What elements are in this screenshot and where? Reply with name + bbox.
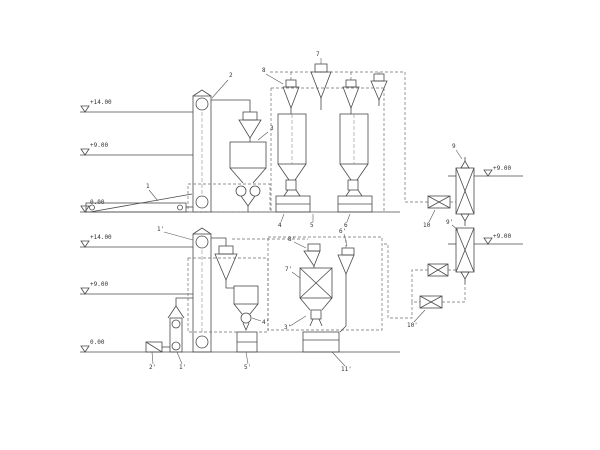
equipment-label-2: 2 bbox=[229, 72, 233, 79]
elevation-label: +14.00 bbox=[90, 99, 112, 106]
intake-small-elevator: 2' 1' bbox=[145, 297, 193, 371]
equipment-label-5: 5 bbox=[310, 222, 314, 229]
equipment-label-9: 9 bbox=[452, 143, 456, 150]
filter-vessel-9: 9 bbox=[452, 143, 475, 226]
elevation-marker-right-lower: +9.00 bbox=[448, 233, 523, 245]
elevation-marker-bottom-9: +9.00 bbox=[80, 281, 193, 295]
elevation-marker-top-9: +9.00 bbox=[80, 142, 193, 156]
cyclone-bin-line-4p-5p: 4' 5' bbox=[187, 237, 308, 371]
cyclone-bin-3: 3 bbox=[187, 111, 274, 213]
equipment-label-5p: 5' bbox=[244, 364, 251, 371]
elevation-marker-top-14: +14.00 bbox=[80, 99, 193, 113]
equipment-label-3p: 3' bbox=[284, 324, 291, 331]
fan-mid bbox=[427, 263, 449, 277]
equipment-label-8p: 8' bbox=[288, 236, 295, 243]
equipment-label-10p: 10' bbox=[407, 322, 418, 329]
elevation-label: +9.00 bbox=[493, 165, 511, 172]
equipment-label-10: 10 bbox=[423, 222, 431, 229]
elevation-label: +9.00 bbox=[90, 142, 108, 149]
elevation-marker-bottom-0: 0.00 bbox=[80, 339, 400, 353]
elevation-label: +9.00 bbox=[90, 281, 108, 288]
equipment-label-9p: 9' bbox=[446, 219, 453, 226]
elevation-label: +14.00 bbox=[90, 234, 112, 241]
equipment-label-3: 3 bbox=[270, 125, 274, 132]
equipment-label-1p-2: 1' bbox=[179, 364, 186, 371]
equipment-label-8: 8 bbox=[262, 67, 266, 74]
cyclone-row: 7 8 bbox=[262, 51, 405, 114]
elevation-marker-right-upper: +9.00 bbox=[448, 165, 523, 177]
equipment-label-4p: 4' bbox=[262, 319, 269, 326]
elevation-label: 0.00 bbox=[90, 339, 105, 346]
elevation-marker-bottom-14: +14.00 bbox=[80, 234, 193, 248]
equipment-label-6p: 6' bbox=[339, 228, 346, 235]
mixer-line: 8' 6' 7' 11' 3' bbox=[267, 228, 383, 373]
equipment-label-1: 1 bbox=[146, 183, 150, 190]
equipment-label-6: 6 bbox=[344, 222, 348, 229]
equipment-label-4: 4 bbox=[278, 222, 282, 229]
screw-conveyor-1: 1 bbox=[85, 183, 193, 213]
equipment-label-1p: 1' bbox=[157, 226, 164, 233]
aspiration-ducts bbox=[382, 72, 466, 319]
bin-machine-lines: 4 5 6 bbox=[270, 87, 385, 229]
filter-vessel-9p: 9' bbox=[446, 219, 475, 284]
equipment-label-2p: 2' bbox=[149, 364, 156, 371]
elevation-label: +9.00 bbox=[493, 233, 511, 240]
equipment-label-11p: 11' bbox=[341, 366, 352, 373]
bucket-elevator-1p: 1' bbox=[157, 226, 212, 353]
equipment-label-7: 7 bbox=[316, 51, 320, 58]
elevation-label: 0.00 bbox=[90, 199, 105, 206]
equipment-label-7p: 7' bbox=[285, 266, 292, 273]
